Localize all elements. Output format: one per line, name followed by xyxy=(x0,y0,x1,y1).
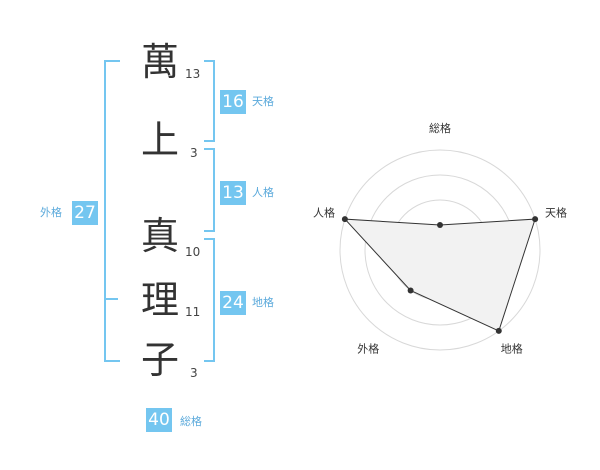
jinkaku-value: 13 xyxy=(220,181,246,205)
name-char-4: 理 xyxy=(141,278,180,322)
radar-area xyxy=(343,218,536,332)
chikaku-value: 24 xyxy=(220,291,246,315)
radar-axis-label: 人格 xyxy=(313,205,335,219)
gaikaku-value: 27 xyxy=(72,201,98,225)
stroke-count-4: 11 xyxy=(185,305,201,319)
radar-axis-label: 外格 xyxy=(357,342,379,356)
gaikaku-label: 外格 xyxy=(40,206,62,219)
tenkaku-label: 天格 xyxy=(252,95,274,108)
radar-axis-label: 総格 xyxy=(429,121,451,135)
gaikaku-bracket-mid xyxy=(104,298,118,300)
name-char-1: 萬 xyxy=(141,40,180,84)
jinkaku-label: 人格 xyxy=(252,186,274,199)
soukaku-label: 総格 xyxy=(180,415,202,428)
tenkaku-bracket xyxy=(204,60,215,142)
radar-axis-label: 地格 xyxy=(501,342,523,356)
tenkaku-value: 16 xyxy=(220,90,246,114)
radar-point xyxy=(407,287,414,294)
stroke-count-1: 13 xyxy=(185,67,201,81)
radar-point xyxy=(437,222,443,228)
radar-point xyxy=(532,216,539,223)
chikaku-label: 地格 xyxy=(252,296,274,309)
gaikaku-bracket xyxy=(104,60,120,362)
radar-point xyxy=(495,327,502,334)
stroke-count-5: 3 xyxy=(190,366,198,380)
name-char-3: 真 xyxy=(141,214,180,258)
name-char-2: 上 xyxy=(141,118,180,162)
soukaku-value: 40 xyxy=(146,408,172,432)
name-char-5: 子 xyxy=(141,338,180,382)
radar-axis-label: 天格 xyxy=(545,205,567,219)
chikaku-bracket xyxy=(204,238,215,362)
jinkaku-bracket xyxy=(204,148,215,232)
stroke-count-2: 3 xyxy=(190,146,198,160)
radar-point xyxy=(341,216,348,223)
stroke-count-3: 10 xyxy=(185,245,201,259)
radar-ring xyxy=(339,149,541,351)
